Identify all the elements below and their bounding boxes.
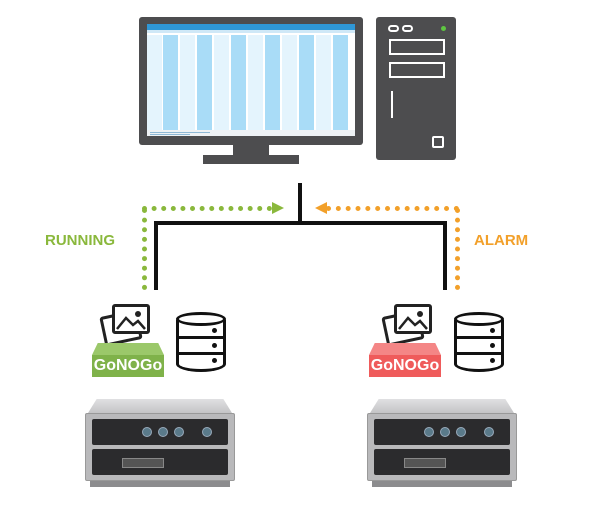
alarm-arrow-icon [315,202,327,214]
device-front-panel [367,413,517,481]
device-front-panel [85,413,235,481]
database-ring [179,352,223,355]
network-bus [154,221,447,225]
network-drop-left [154,221,158,290]
tower-power-indicator [402,25,413,32]
photo-icon [394,304,432,334]
monitor-stand-base [203,155,299,164]
network-trunk [298,183,302,223]
alarm-signal-line [455,208,460,290]
device-chassis-icon [370,399,514,413]
device-port [440,427,450,437]
tower-power-indicator [388,25,399,32]
device-connector [404,458,446,468]
database-led [490,358,495,363]
alarm-label: ALARM [474,232,529,249]
screen-footer [147,130,355,136]
screen-titlebar [147,24,355,30]
running-signal-line [142,206,272,211]
screen-footer-line [150,132,210,133]
database-icon [176,320,226,372]
database-led [212,328,217,333]
screen-column [163,35,178,130]
screen-footer-line [150,134,190,135]
tower-button [432,136,444,148]
monitor-stand-neck [233,145,269,155]
screen-column [248,35,263,130]
device-port [174,427,184,437]
running-label: RUNNING [45,232,115,249]
database-led [490,343,495,348]
device-connector [122,458,164,468]
gonogo-box-ok: GoNOGo [92,355,164,377]
tower-slot [391,91,393,118]
screen-column [265,35,280,130]
device-base [372,481,512,487]
device-module [374,449,510,475]
database-ring [457,352,501,355]
screen-column [282,35,297,130]
screen-column [197,35,212,130]
running-signal-line [142,208,147,290]
device-module [374,419,510,445]
tower-drive-bay [389,62,445,78]
device-module [92,449,228,475]
tower-drive-bay [389,39,445,55]
device-chassis-icon [88,399,232,413]
database-top [176,312,226,326]
tower-led [441,26,446,31]
database-ring [457,336,501,339]
device-port [484,427,494,437]
device-base [90,481,230,487]
device-port [424,427,434,437]
database-led [490,328,495,333]
monitor-screen [147,24,355,136]
device-module [92,419,228,445]
screen-column [214,35,229,130]
device-port [142,427,152,437]
running-arrow-icon [272,202,284,214]
screen-column [231,35,246,130]
gonogo-box-lid [369,343,441,355]
database-led [212,343,217,348]
screen-column [299,35,314,130]
screen-column [333,35,348,130]
alarm-signal-line [326,206,459,211]
gonogo-box-lid [92,343,164,355]
device-port [456,427,466,437]
screen-column [147,35,162,130]
database-top [454,312,504,326]
device-port [158,427,168,437]
database-ring [179,336,223,339]
database-icon [454,320,504,372]
network-drop-right [443,221,447,290]
device-port [202,427,212,437]
gonogo-box-alarm: GoNOGo [369,355,441,377]
database-led [212,358,217,363]
screen-column [180,35,195,130]
screen-column [316,35,331,130]
photo-icon [112,304,150,334]
screen-toolbar [147,30,355,33]
